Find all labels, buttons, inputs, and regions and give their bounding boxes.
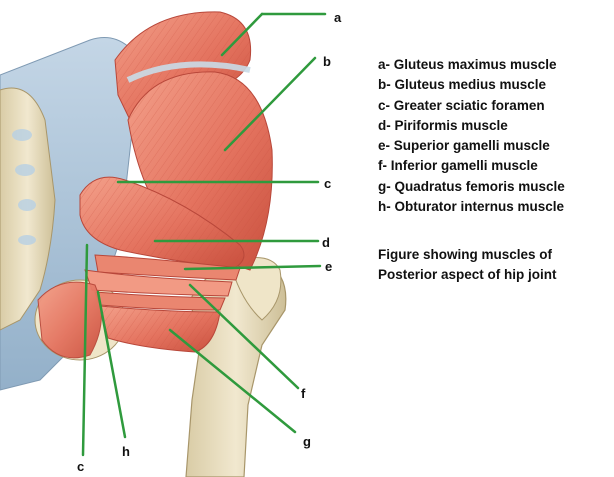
legend-item-d: d- Piriformis muscle [378, 116, 610, 136]
figure-label-c-right: c [324, 176, 331, 191]
figure-label-e: e [325, 259, 332, 274]
figure-label-c-bottom: c [77, 459, 84, 474]
figure-caption: Figure showing muscles of Posterior aspe… [378, 245, 610, 285]
figure-label-a: a [334, 10, 342, 25]
legend-item-f: f- Inferior gamelli muscle [378, 156, 610, 176]
figure-label-b: b [323, 54, 331, 69]
caption-line-2: Posterior aspect of hip joint [378, 265, 610, 285]
legend-item-h: h- Obturator internus muscle [378, 197, 610, 217]
figure-label-g: g [303, 434, 311, 449]
legend-item-b: b- Gluteus medius muscle [378, 75, 610, 95]
figure-label-d: d [322, 235, 330, 250]
legend-item-g: g- Quadratus femoris muscle [378, 177, 610, 197]
figure-label-f: f [301, 386, 306, 401]
legend-item-c: c- Greater sciatic foramen [378, 96, 610, 116]
caption-line-1: Figure showing muscles of [378, 245, 610, 265]
legend-item-e: e- Superior gamelli muscle [378, 136, 610, 156]
legend: a- Gluteus maximus muscle b- Gluteus med… [378, 55, 610, 217]
legend-item-a: a- Gluteus maximus muscle [378, 55, 610, 75]
figure-label-h: h [122, 444, 130, 459]
